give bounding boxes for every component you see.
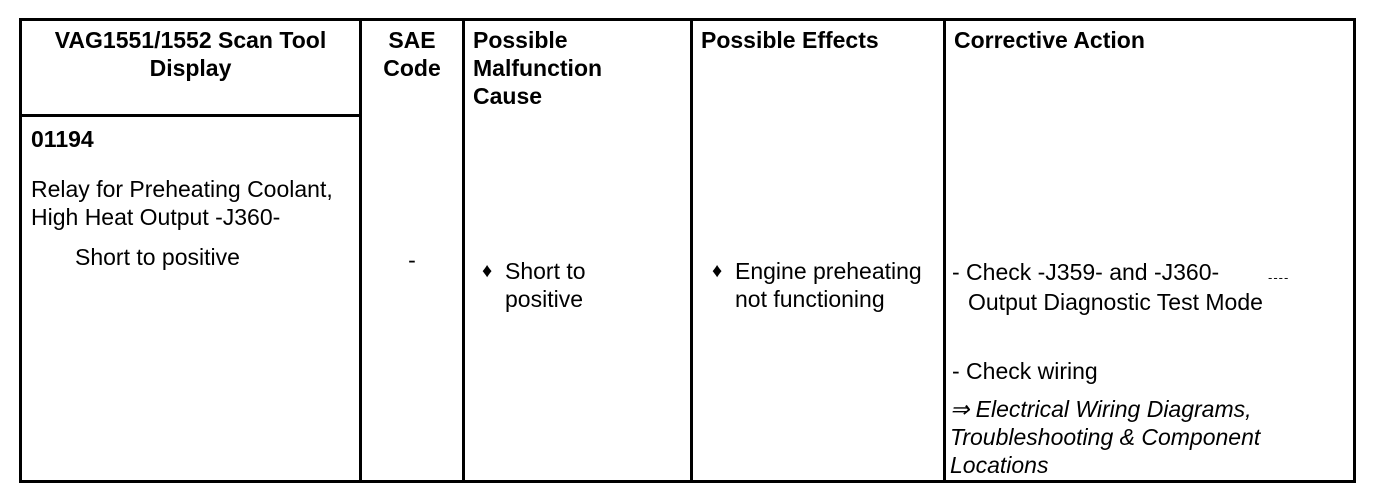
corrective-action-step-2: - Check wiring: [952, 358, 1098, 384]
corrective-action-step-1: - Check -J359- and -J360- Output Diagnos…: [952, 257, 1263, 317]
possible-effects-text: Engine preheating not functioning: [735, 257, 922, 313]
header-line: SAE: [388, 27, 436, 53]
header-line: Possible: [473, 27, 568, 53]
header-scan-tool-display: VAG1551/1552 Scan Tool Display: [22, 21, 359, 117]
column-possible-malfunction-cause: Possible Malfunction Cause ♦ Short to po…: [465, 21, 693, 480]
header-corrective-action: Corrective Action: [954, 27, 1145, 53]
possible-effects-line: not functioning: [735, 286, 885, 312]
dtc-description-line: High Heat Output -J360-: [31, 204, 281, 230]
malfunction-cause-item: ♦ Short to positive: [482, 257, 586, 313]
reference-line: Locations: [950, 452, 1049, 478]
diamond-bullet-icon: ♦: [712, 260, 723, 282]
cell-scan-tool-display: 01194 Relay for Preheating Coolant, High…: [22, 117, 359, 480]
header-possible-malfunction-cause: Possible Malfunction Cause: [465, 21, 690, 110]
header-line: Code: [383, 55, 441, 81]
column-scan-tool-display: VAG1551/1552 Scan Tool Display 01194 Rel…: [22, 21, 362, 480]
malfunction-cause-line: positive: [505, 286, 583, 312]
reference-line: Troubleshooting & Component: [950, 424, 1261, 450]
dtc-code: 01194: [31, 126, 94, 152]
column-sae-code: SAE Code -: [362, 21, 465, 480]
diamond-bullet-icon: ♦: [482, 260, 493, 282]
column-corrective-action: Corrective Action - Check -J359- and -J3…: [946, 21, 1353, 480]
dtc-fault-type: Short to positive: [75, 244, 240, 270]
dtc-description-line: Relay for Preheating Coolant,: [31, 176, 333, 202]
header-possible-effects: Possible Effects: [701, 27, 879, 53]
corrective-action-line: Output Diagnostic Test Mode: [968, 289, 1263, 315]
header-line: Malfunction: [473, 55, 603, 81]
dtc-table: VAG1551/1552 Scan Tool Display 01194 Rel…: [19, 18, 1356, 483]
sae-code-value: -: [408, 247, 416, 273]
reference-line: ⇒ Electrical Wiring Diagrams,: [950, 396, 1252, 422]
header-line: VAG1551/1552 Scan Tool: [54, 27, 327, 53]
wiring-diagram-reference: ⇒ Electrical Wiring Diagrams, Troublesho…: [950, 395, 1260, 479]
malfunction-cause-line: Short to: [505, 258, 586, 284]
possible-effects-item: ♦ Engine preheating not functioning: [712, 257, 922, 313]
header-sae-code: SAE Code: [362, 21, 462, 82]
possible-effects-line: Engine preheating: [735, 258, 922, 284]
header-line: Cause: [473, 83, 543, 109]
column-possible-effects: Possible Effects ♦ Engine preheating not…: [693, 21, 946, 480]
scan-artifact-dashes: ----: [1268, 270, 1290, 285]
malfunction-cause-text: Short to positive: [505, 257, 586, 313]
corrective-action-line: - Check -J359- and -J360-: [952, 259, 1220, 285]
dtc-description: Relay for Preheating Coolant, High Heat …: [31, 175, 333, 231]
header-line: Display: [149, 55, 232, 81]
